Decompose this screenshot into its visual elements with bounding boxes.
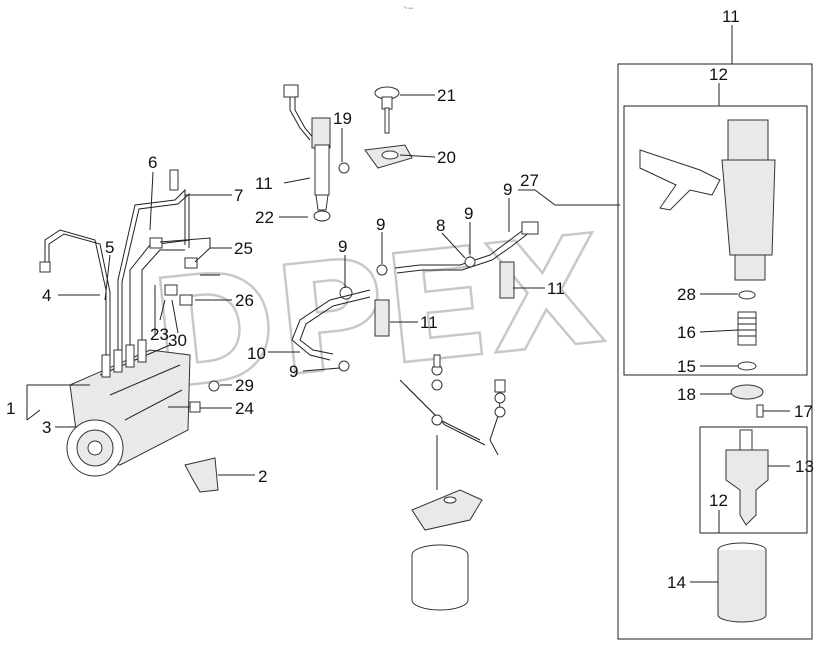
nozzle-13	[725, 449, 769, 526]
callout-27: 27	[520, 171, 539, 190]
injector-upper-assembly	[283, 84, 413, 222]
cap-27	[521, 221, 539, 235]
callout-2: 2	[258, 467, 267, 486]
callout-20: 20	[437, 148, 456, 167]
pipe-clamp	[149, 237, 163, 249]
washer-28	[738, 290, 756, 300]
callout-7: 7	[234, 186, 243, 205]
bracket-2	[184, 457, 219, 493]
outer-frame-11	[617, 63, 813, 640]
hp-pipe-2	[117, 188, 186, 350]
callout-5: 5	[105, 238, 114, 257]
callout-12: 12	[709, 491, 728, 510]
callout-28: 28	[677, 285, 696, 304]
hose-10	[291, 289, 371, 361]
callout-9: 9	[503, 180, 512, 199]
callout-3: 3	[42, 418, 51, 437]
injection-pump-assembly	[39, 169, 220, 493]
hp-pipe-4	[141, 249, 185, 340]
callout-13: 13	[795, 457, 814, 476]
injector-11-top	[311, 117, 331, 149]
injector-11-right	[499, 261, 515, 299]
callout-30: 30	[168, 331, 187, 350]
injector-holder	[727, 119, 769, 161]
callout-11: 11	[255, 174, 273, 193]
hp-pipe-1	[44, 229, 107, 355]
seal-22	[313, 210, 331, 222]
frame-13	[699, 426, 808, 534]
callout-9: 9	[338, 237, 347, 256]
callout-15: 15	[677, 357, 696, 376]
callout-9: 9	[289, 362, 298, 381]
callout-10: 10	[247, 344, 266, 363]
callout-16: 16	[677, 323, 696, 342]
injector-detail-panel	[617, 63, 813, 640]
callout-8: 8	[436, 216, 445, 235]
callout-23: 23	[150, 325, 169, 344]
callout-19: 19	[333, 109, 352, 128]
callout-12: 12	[709, 65, 728, 84]
callout-24: 24	[235, 399, 254, 418]
callout-labels: 1 2 3 4 5 6 7 8 9 9 9 9 9 10 11 11 11 11…	[6, 7, 814, 592]
callout-1: 1	[6, 399, 15, 418]
injector-11-mid	[374, 299, 390, 337]
callout-14: 14	[667, 573, 686, 592]
callout-4: 4	[42, 286, 51, 305]
bolt-24	[189, 401, 201, 413]
spacer-18	[730, 384, 764, 400]
leader-lines	[26, 25, 790, 583]
callout-26: 26	[235, 291, 254, 310]
spring-16	[737, 311, 757, 346]
callout-22: 22	[255, 208, 274, 227]
inner-frame-12	[623, 105, 808, 376]
callout-11: 11	[722, 7, 740, 26]
pin-17	[756, 404, 764, 418]
hp-pipe-3	[129, 239, 191, 345]
callout-6: 6	[148, 153, 157, 172]
washer-29	[208, 380, 220, 392]
callout-25: 25	[234, 239, 253, 258]
callout-21: 21	[437, 86, 456, 105]
washer-19	[338, 162, 350, 174]
callout-29: 29	[235, 376, 254, 395]
callout-11: 11	[547, 279, 565, 298]
header-tiny-text: ᵐ₉ ₐₐₐ	[403, 5, 414, 10]
pipe-clamp	[184, 257, 198, 269]
leak-off-line	[291, 221, 539, 372]
callout-11: 11	[420, 313, 438, 332]
callout-9: 9	[376, 215, 385, 234]
fuel-filter-assembly	[399, 354, 506, 611]
callout-17: 17	[794, 402, 813, 421]
shim-15	[737, 361, 757, 371]
inlet-pipe	[639, 149, 721, 211]
filter-head	[411, 489, 483, 531]
callout-9: 9	[464, 204, 473, 223]
callout-18: 18	[677, 385, 696, 404]
